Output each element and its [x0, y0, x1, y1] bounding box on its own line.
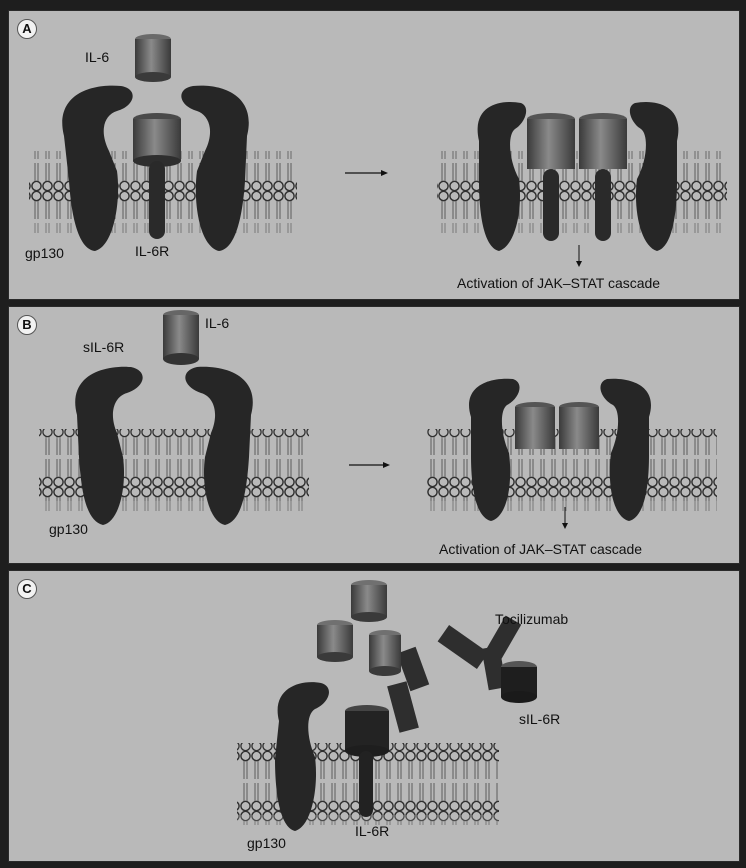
panel-a-drawing — [9, 11, 739, 299]
panel-letter: B — [17, 315, 37, 335]
transition-arrow — [345, 170, 388, 176]
gp130-label: gp130 — [247, 835, 286, 851]
panel-b: B IL-6 sIL-6R gp130 Activation of JAK–ST… — [8, 306, 740, 564]
panel-c-drawing — [9, 571, 739, 861]
tocilizumab-label: Tocilizumab — [495, 611, 568, 627]
outcome-label: Activation of JAK–STAT cascade — [439, 541, 642, 557]
outcome-label: Activation of JAK–STAT cascade — [457, 275, 660, 291]
sil6r-label: sIL-6R — [519, 711, 560, 727]
sil6r-label: sIL-6R — [83, 339, 124, 355]
panel-letter: A — [17, 19, 37, 39]
panel-c: C Tocilizumab sIL-6R gp130 IL-6R — [8, 570, 740, 862]
il6-free-1 — [351, 580, 387, 622]
gp130-label: gp130 — [49, 521, 88, 537]
il6-free-3 — [369, 630, 401, 676]
il6-free-2 — [317, 620, 353, 662]
panel-letter: C — [17, 579, 37, 599]
gp130-label: gp130 — [25, 245, 64, 261]
transition-arrow — [349, 462, 390, 468]
il6r-label: IL-6R — [355, 823, 389, 839]
il6r-label: IL-6R — [135, 243, 169, 259]
il6-label: IL-6 — [85, 49, 109, 65]
il6-label: IL-6 — [205, 315, 229, 331]
down-arrow-a — [576, 245, 582, 267]
sil6r-free — [501, 661, 537, 703]
panel-a: A IL-6 IL-6R gp130 Activation of JAK–STA… — [8, 10, 740, 300]
il6-ligand — [135, 34, 171, 82]
sil6r-il6-complex — [163, 310, 199, 365]
